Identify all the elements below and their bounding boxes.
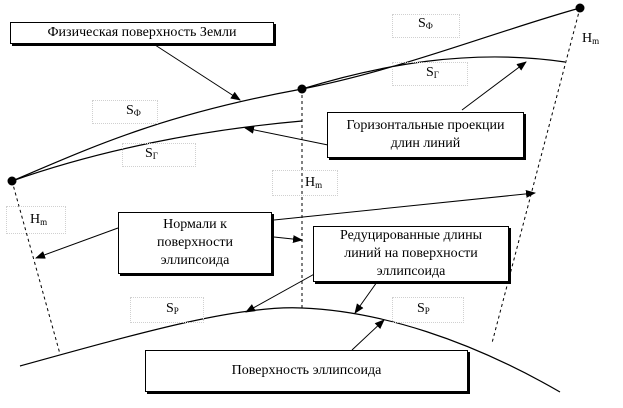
horizontal-projections-box: Горизонтальные проекции длин линий	[327, 112, 524, 158]
label-h-m-middle: Hm	[305, 175, 323, 190]
reduced-lengths-box: Редуцированные длины линий на поверхност…	[313, 226, 509, 282]
point-middle	[297, 84, 307, 94]
label-frame-s-p-left	[130, 297, 204, 323]
normal-line-right	[491, 7, 581, 344]
label-s-p-left: SP	[166, 301, 179, 316]
label-frame-s-gamma-right	[392, 62, 468, 86]
label-h-m-left: Hm	[30, 212, 48, 227]
ellipsoid-surface-box: Поверхность эллипсоида	[145, 350, 468, 392]
point-left	[7, 176, 17, 186]
arrow-normal-left	[35, 227, 119, 259]
label-s-gamma-right: SГ	[426, 65, 439, 80]
arrow-horizontal-projection-left	[244, 125, 329, 146]
horizontal-projection-line-right	[301, 56, 566, 90]
label-s-phi-left: SФ	[126, 103, 141, 118]
arrow-normal-right	[273, 189, 536, 221]
label-frame-h-m-left	[6, 206, 66, 234]
label-s-p-right: SP	[417, 301, 430, 316]
arrow-reduced-left	[245, 271, 319, 313]
label-frame-s-gamma-left	[122, 143, 196, 167]
label-h-m-right: Hm	[582, 31, 600, 46]
label-frame-s-phi-left	[92, 100, 158, 124]
arrow-physical-surface	[151, 42, 241, 101]
label-s-gamma-left: SГ	[145, 146, 158, 161]
label-frame-h-m-middle	[272, 170, 338, 196]
arrow-horizontal-projection-right	[461, 61, 527, 111]
horizontal-projection-line-left	[11, 120, 303, 182]
label-frame-s-p-right	[392, 297, 464, 323]
arrow-normal-middle	[273, 235, 303, 244]
label-frame-s-phi-right	[392, 14, 460, 38]
arrow-reduced-right	[354, 281, 378, 314]
label-s-phi-right: SФ	[418, 16, 433, 31]
point-right	[575, 3, 585, 13]
ellipsoid-normals-box: Нормали к поверхности эллипсоида	[118, 212, 272, 274]
arrow-ellipsoid-surface	[351, 319, 385, 351]
physical-surface-box: Физическая поверхность Земли	[10, 22, 274, 44]
